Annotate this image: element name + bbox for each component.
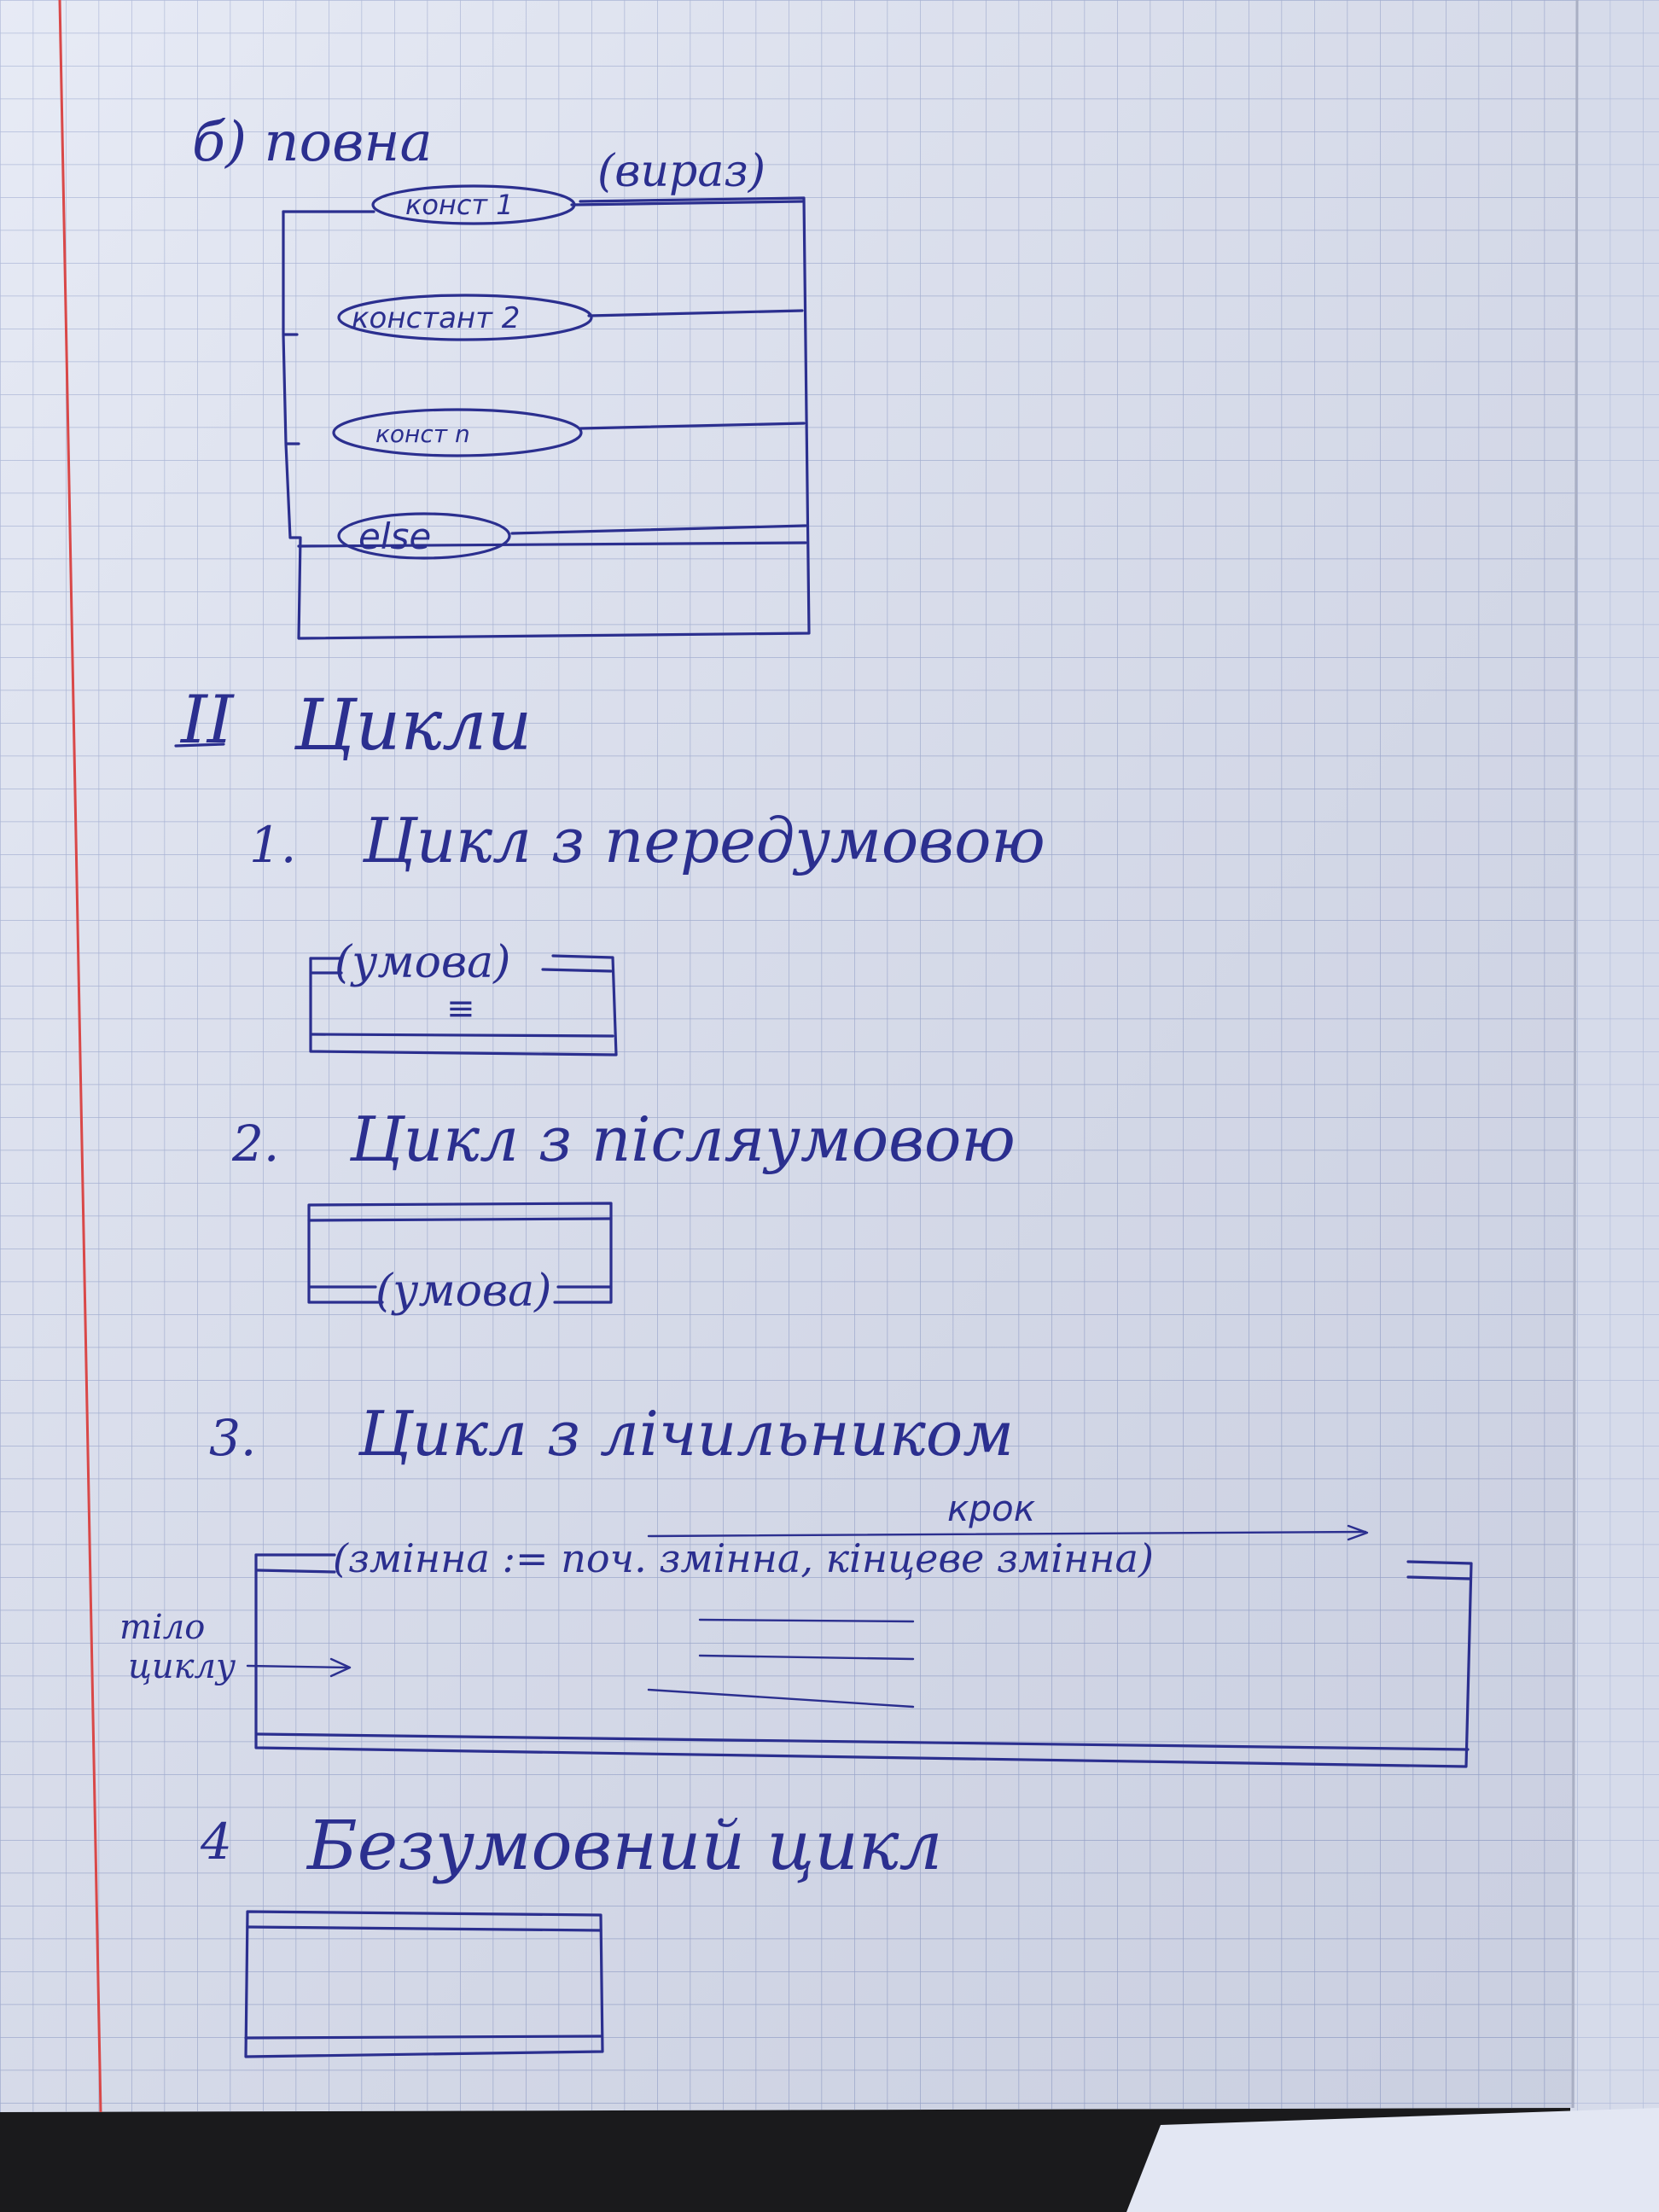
item-1-title: Цикл з передумовою: [362, 805, 1045, 876]
svg-text:крок: крок: [947, 1487, 1036, 1529]
svg-text:(змінна := поч. змінна, кінцев: (змінна := поч. змінна, кінцеве змінна): [333, 1535, 1154, 1581]
precondition-loop-diagram: (умова) ≡: [309, 937, 618, 1057]
expression-label: (вираз): [597, 146, 765, 197]
svg-text:циклу: циклу: [128, 1647, 236, 1686]
infinite-loop-diagram: [244, 1910, 604, 2058]
item-2-number: 2.: [231, 1115, 279, 1173]
case-oval-2: констант 2: [337, 294, 593, 341]
svg-text:(умова): (умова): [335, 937, 510, 988]
item-4-number: 4: [200, 1813, 232, 1871]
case-oval-else: else: [337, 512, 511, 560]
item-3-number: 3.: [209, 1409, 256, 1467]
item-4-title: Безумовний цикл: [306, 1806, 942, 1885]
section-ii-roman: II: [179, 682, 236, 759]
svg-text:конст n: конст n: [375, 420, 470, 448]
item-3-title: Цикл з лічильником: [358, 1398, 1014, 1470]
svg-text:конст 1: конст 1: [405, 189, 514, 221]
section-ii-title: Цикли: [294, 685, 532, 766]
svg-text:≡: ≡: [446, 989, 475, 1028]
overlap-sheet: [1126, 2108, 1659, 2212]
svg-text:else: else: [358, 515, 431, 557]
margin-line: [58, 0, 102, 2113]
postcondition-loop-diagram: (умова): [307, 1202, 613, 1317]
svg-text:(умова): (умова): [375, 1266, 551, 1317]
item-1-number: 1.: [249, 816, 296, 874]
svg-text:тіло: тіло: [119, 1608, 205, 1647]
case-oval-n: конст n: [332, 408, 583, 457]
section-b-heading: б) повна: [192, 111, 433, 174]
case-oval-1: конст 1: [371, 184, 576, 225]
item-2-title: Цикл з післяумовою: [349, 1103, 1016, 1175]
counter-loop-diagram: крок (змінна := поч. змінна, кінцеве змі…: [119, 1487, 1473, 1768]
case-diagram: конст 1 констант 2 конст n else: [282, 184, 811, 640]
svg-text:констант 2: констант 2: [352, 301, 520, 335]
